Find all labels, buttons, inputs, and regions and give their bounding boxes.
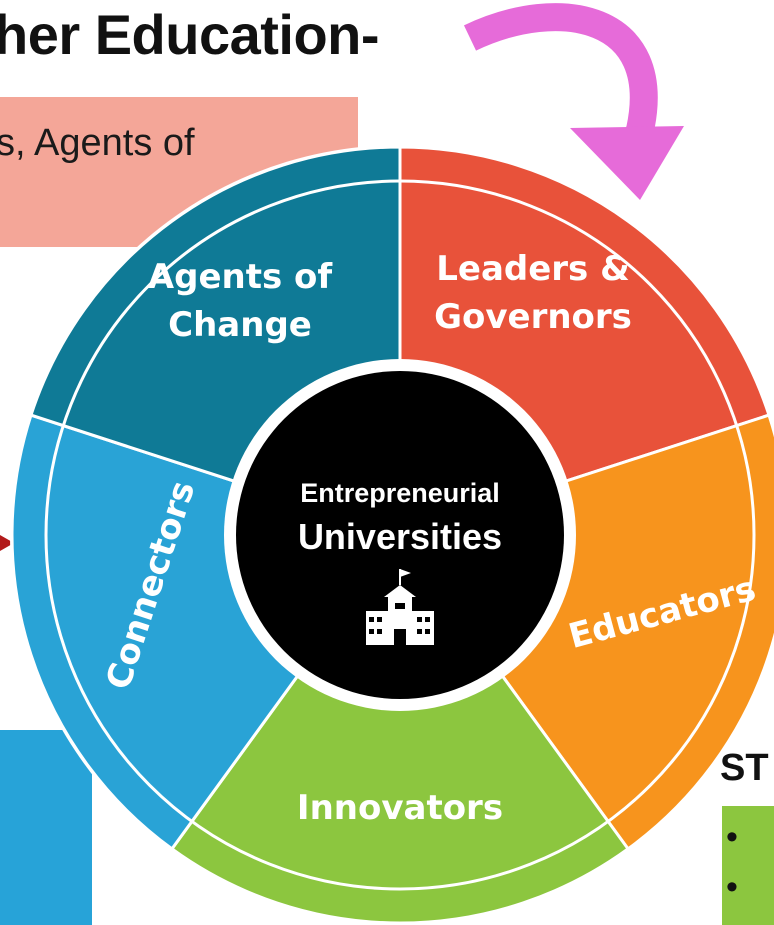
wheel-rim-line [44,179,756,891]
segment-label-line: Innovators [297,788,503,828]
segment-label-line: Leaders & [436,249,630,289]
bullet-point: • [726,868,738,906]
wheel-center [236,371,564,699]
segment-label-line: Change [168,305,312,345]
side-heading: ST [720,747,769,789]
page-title: her Education- [0,3,380,66]
center-label-line1: Entrepreneurial [300,478,500,508]
red-arrow-icon [0,535,14,551]
bullet-point: • [726,818,738,856]
segment-label-line: Governors [434,297,632,337]
highlight-box-blue [0,730,92,925]
segment-label-line: Agents of [148,257,334,297]
segment-label: Innovators [297,788,503,828]
segment-label: Leaders & Governors [434,249,632,337]
school-building-icon [366,569,434,645]
center-label-line2: Universities [298,516,502,557]
highlight-box-green [722,806,774,925]
segment-label: Agents of Change [148,257,334,345]
subtitle-text: s, Agents of [0,122,195,164]
wheel-segment [169,532,631,925]
